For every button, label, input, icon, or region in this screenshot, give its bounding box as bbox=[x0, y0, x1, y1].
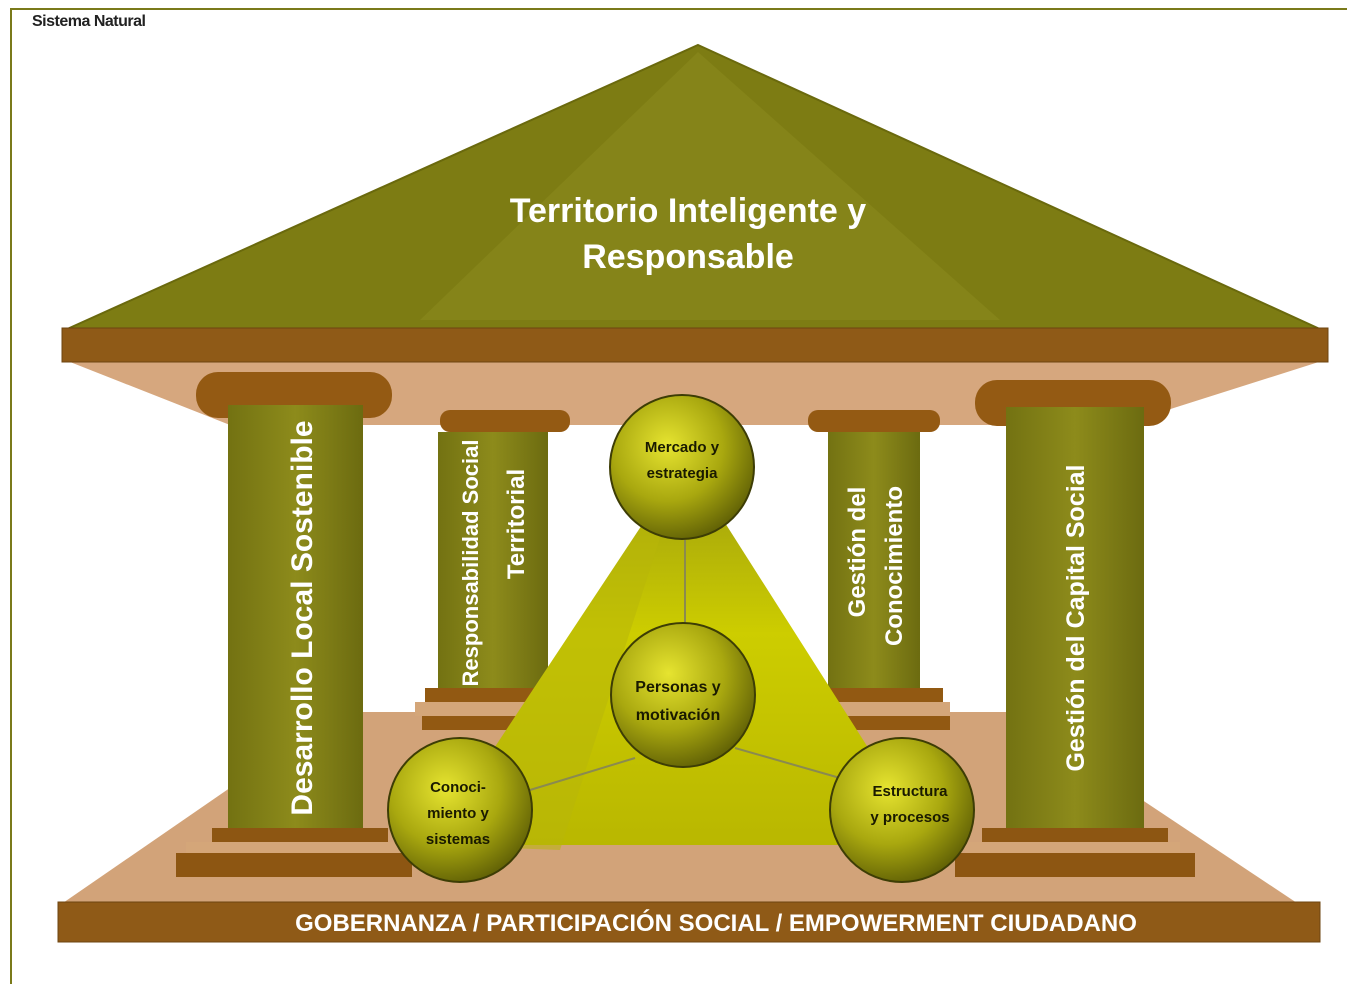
circle-personas-motivacion bbox=[610, 622, 756, 768]
pillar-gestion-conocimiento bbox=[808, 410, 950, 730]
pillar-label-desarrollo: Desarrollo Local Sostenible bbox=[286, 420, 319, 815]
circle-conocimiento-sistemas bbox=[387, 737, 533, 883]
pillar-label-territorial: Territorial bbox=[503, 469, 530, 579]
circle-label-top-2: estrategia bbox=[647, 465, 719, 482]
pillar-capital-social bbox=[955, 380, 1195, 877]
circle-mercado-estrategia bbox=[609, 394, 755, 540]
roof-title-line1: Territorio Inteligente y bbox=[510, 192, 867, 230]
pillar-label-capital-social: Gestión del Capital Social bbox=[1062, 464, 1090, 771]
pyramid-edge-right bbox=[734, 747, 841, 779]
circle-label-left-1: Conoci- bbox=[430, 779, 486, 796]
corner-label: Sistema Natural bbox=[32, 13, 146, 30]
pillar-label-gestion: Gestión del bbox=[844, 487, 871, 618]
circle-label-left-3: sistemas bbox=[426, 831, 490, 848]
roof-cornice bbox=[61, 327, 1329, 363]
circle-label-center-1: Personas y bbox=[635, 679, 720, 696]
base-label: GOBERNANZA / PARTICIPACIÓN SOCIAL / EMPO… bbox=[295, 909, 1137, 937]
pyramid-edge-left bbox=[529, 757, 636, 791]
circle-label-left-2: miento y bbox=[427, 805, 489, 822]
circle-label-right-2: y procesos bbox=[870, 809, 949, 826]
roof-center-face bbox=[420, 52, 1000, 320]
base-slab bbox=[57, 901, 1321, 943]
roof-title-line2: Responsable bbox=[582, 238, 794, 276]
pillar-label-responsabilidad: Responsabilidad Social bbox=[458, 440, 483, 687]
diagram-frame bbox=[10, 8, 1347, 984]
circle-label-right-1: Estructura bbox=[872, 783, 948, 800]
pillar-desarrollo-local bbox=[176, 372, 412, 877]
circle-estructura-procesos bbox=[829, 737, 975, 883]
circle-label-top-1: Mercado y bbox=[645, 439, 720, 456]
circle-label-center-2: motivación bbox=[636, 707, 720, 724]
pillar-label-conocimiento: Conocimiento bbox=[881, 486, 908, 646]
